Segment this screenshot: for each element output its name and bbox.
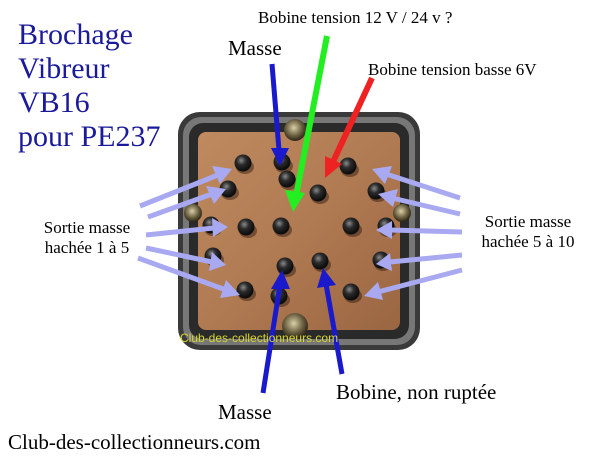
pin [237, 218, 255, 236]
photo-watermark: Club-des-collectionneurs.com [180, 331, 339, 345]
pin [339, 157, 357, 175]
arrows-right [364, 166, 463, 300]
label-bobine-haute: Bobine tension 12 V / 24 v ? [258, 8, 453, 27]
footer-site: Club-des-collectionneurs.com [8, 430, 261, 454]
arrow-bobine-basse [325, 76, 375, 178]
label-sortie-gauche-2: hachée 1 à 5 [44, 238, 130, 257]
title-line-3: VB16 [18, 86, 90, 119]
pin [342, 283, 360, 301]
label-bobine-non-ruptee: Bobine, non ruptée [336, 380, 497, 404]
label-sortie-gauche-1: Sortie masse [43, 218, 131, 237]
label-sortie-droite-2: hachée 5 à 10 [481, 232, 575, 251]
label-masse-bottom: Masse [218, 400, 272, 424]
arrows-masse [260, 63, 345, 394]
pin [236, 281, 254, 299]
pin [234, 154, 252, 172]
label-sortie-gauche: Sortie masse hachée 1 à 5 [28, 218, 146, 258]
pin-array [202, 153, 397, 307]
pin [278, 170, 296, 188]
pin [342, 217, 360, 235]
pin [311, 252, 329, 270]
label-sortie-droite-1: Sortie masse [484, 212, 572, 231]
arrow-bobine-haute [285, 35, 330, 212]
pin [276, 257, 294, 275]
pin [272, 217, 290, 235]
arrows-left [137, 166, 240, 298]
label-masse-top: Masse [228, 36, 282, 60]
pin [219, 180, 237, 198]
pin [309, 184, 327, 202]
title-line-1: Brochage [18, 18, 133, 51]
label-bobine-basse: Bobine tension basse 6V [368, 60, 537, 79]
title-line-2: Vibreur [18, 52, 110, 85]
title-line-4: pour PE237 [18, 120, 161, 153]
label-sortie-droite: Sortie masse hachée 5 à 10 [466, 212, 590, 252]
